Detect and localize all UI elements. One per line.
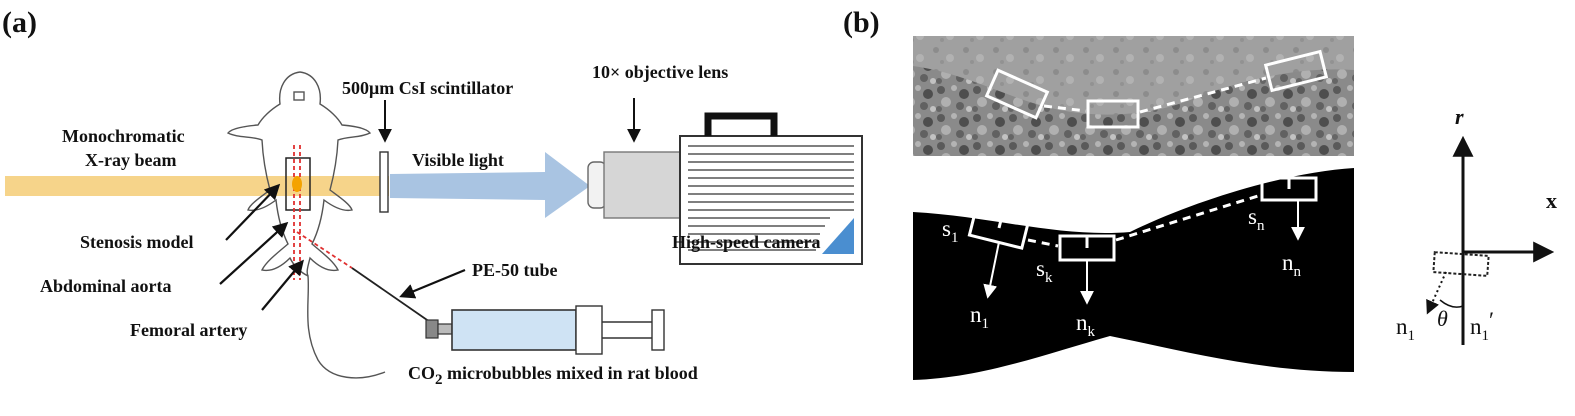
stenosis-pointer bbox=[225, 183, 281, 241]
femoral-pointer bbox=[261, 259, 304, 311]
sn-label: sn bbox=[1248, 204, 1265, 234]
nk-label: nk bbox=[1076, 310, 1096, 340]
panel-b: (b) s1 sk sn n1 bbox=[843, 6, 1557, 406]
coordinate-diagram: r x n1 n1′ θ bbox=[1396, 104, 1557, 345]
scintillator-plate bbox=[379, 151, 389, 213]
segment-box-icon bbox=[1432, 251, 1490, 277]
pe50-tube-line bbox=[351, 267, 431, 323]
objective-lens-body bbox=[603, 151, 681, 219]
bubbles-suffix: microbubbles mixed in rat blood bbox=[443, 363, 698, 383]
theta-label: θ bbox=[1437, 306, 1448, 331]
syringe-icon bbox=[425, 305, 665, 355]
beam-label-line1: Monochromatic bbox=[62, 126, 185, 146]
objective-lens-tip bbox=[587, 161, 607, 209]
stenosis-label: Stenosis model bbox=[80, 232, 194, 252]
beam-label-line2: X-ray beam bbox=[85, 150, 176, 170]
stenosis-mark bbox=[292, 176, 302, 192]
r-axis-label: r bbox=[1455, 104, 1464, 129]
bubbles-label: CO2 microbubbles mixed in rat blood bbox=[408, 363, 698, 388]
femoral-vessel bbox=[296, 231, 353, 269]
femoral-label: Femoral artery bbox=[130, 320, 247, 340]
nn-label: nn bbox=[1282, 250, 1302, 280]
rat-icon bbox=[226, 71, 386, 379]
binary-top-region bbox=[913, 156, 1354, 234]
x-axis-label: x bbox=[1546, 188, 1557, 213]
aorta-pointer bbox=[219, 221, 289, 285]
raw-segment-boxes bbox=[984, 49, 1329, 129]
bubbles-prefix: CO bbox=[408, 363, 435, 383]
visible-light-arrow bbox=[390, 152, 590, 218]
normal-arrow-1 bbox=[983, 241, 1000, 299]
binary-bottom-region bbox=[913, 336, 1354, 406]
theta-arc bbox=[1439, 299, 1464, 308]
panel-a-tag: (a) bbox=[2, 6, 37, 39]
panel-a: (a) bbox=[2, 6, 863, 388]
raw-xray-lumen bbox=[913, 36, 1354, 115]
scintillator-label: 500μm CsI scintillator bbox=[342, 78, 513, 98]
n1-vector bbox=[1426, 271, 1447, 315]
panel-b-tag: (b) bbox=[843, 6, 880, 39]
sk-label: sk bbox=[1036, 256, 1053, 286]
n1-axis-label: n1 bbox=[1396, 314, 1415, 344]
aorta-label: Abdominal aorta bbox=[40, 276, 172, 296]
bubbles-sub: 2 bbox=[435, 372, 443, 388]
visible-light-label: Visible light bbox=[412, 150, 504, 170]
tube-label: PE-50 tube bbox=[472, 260, 558, 280]
stenosis-box bbox=[285, 157, 311, 211]
camera-label: High-speed camera bbox=[672, 232, 820, 252]
tube-pointer bbox=[399, 268, 466, 299]
objective-label: 10× objective lens bbox=[592, 62, 728, 82]
n1-prime-label: n1′ bbox=[1470, 308, 1494, 344]
s1-label: s1 bbox=[942, 216, 958, 246]
binary-segment-boxes bbox=[967, 176, 1318, 262]
high-speed-camera-icon bbox=[679, 112, 863, 265]
n1-label: n1 bbox=[970, 302, 989, 332]
